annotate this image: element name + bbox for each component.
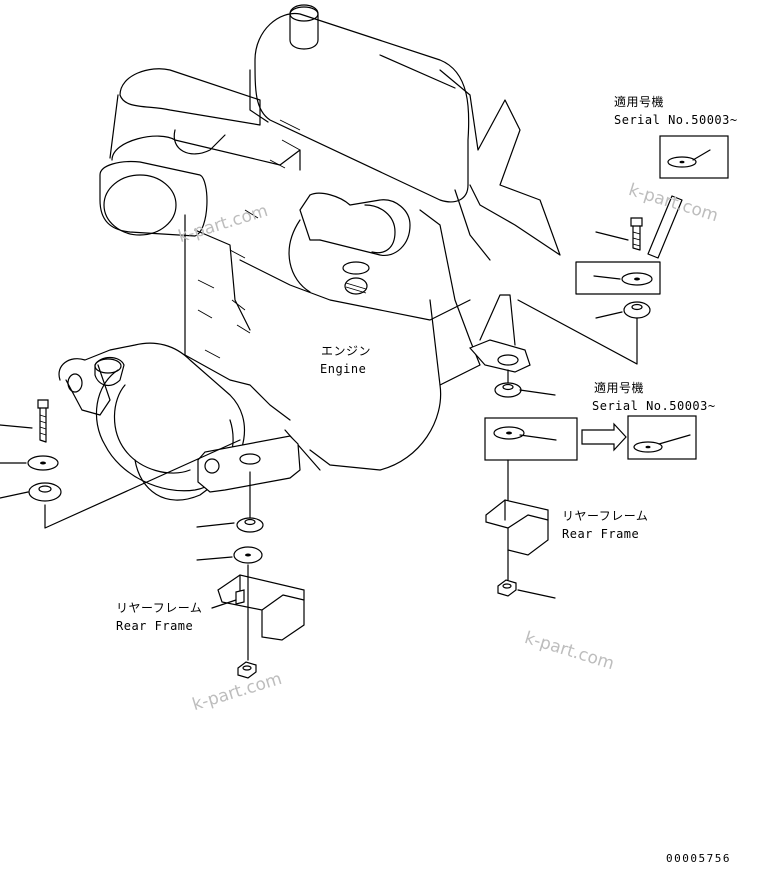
right-mount-stack bbox=[484, 369, 697, 599]
figure-number: 00005756 bbox=[666, 852, 731, 865]
serial-mid-number: Serial No.50003~ bbox=[592, 399, 716, 413]
engine-illustration bbox=[58, 4, 561, 501]
serial-mid-jp: 適用号機 bbox=[594, 381, 645, 395]
rear-frame-right-jp: リヤーフレーム bbox=[562, 509, 649, 523]
serial-top-jp: 適用号機 bbox=[614, 95, 665, 109]
top-right-detail bbox=[517, 135, 729, 365]
rear-frame-right-en: Rear Frame bbox=[562, 527, 640, 541]
engine-label-jp: エンジン bbox=[321, 344, 372, 358]
left-bolt-stack bbox=[0, 399, 241, 529]
serial-top-number: Serial No.50003~ bbox=[614, 113, 738, 127]
rear-frame-left-en: Rear Frame bbox=[116, 619, 194, 633]
center-mount-stack bbox=[196, 471, 305, 679]
rear-frame-left-jp: リヤーフレーム bbox=[116, 601, 203, 615]
engine-label-en: Engine bbox=[320, 362, 367, 376]
engine-top-mount bbox=[342, 261, 370, 295]
